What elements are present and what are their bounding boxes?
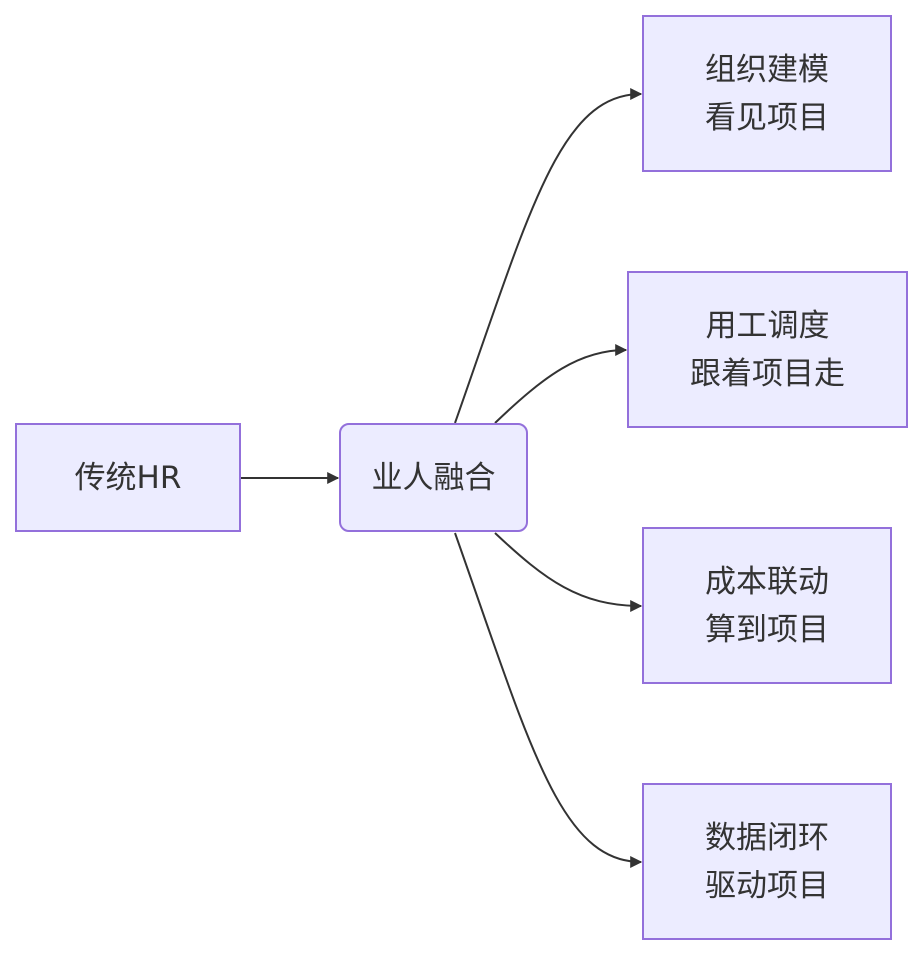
- node-label: 传统HR: [74, 459, 182, 496]
- edge-hub-to-target-2: [494, 344, 628, 424]
- node-label-line1: 数据闭环: [705, 819, 829, 856]
- node-label-line2: 看见项目: [705, 99, 829, 136]
- node-label-line2: 跟着项目走: [690, 355, 845, 392]
- node-business-people-fusion: 业人融合: [339, 423, 528, 532]
- node-label-line1: 用工调度: [705, 307, 830, 344]
- node-label: 业人融合: [371, 459, 496, 496]
- edge-hub-to-target-1: [454, 88, 643, 424]
- node-label-line2: 驱动项目: [705, 867, 829, 904]
- node-data-loop: 数据闭环 驱动项目: [642, 783, 892, 940]
- node-label-line1: 组织建模: [705, 51, 829, 88]
- node-label-line2: 算到项目: [705, 611, 829, 648]
- edge-hub-to-target-3: [494, 532, 643, 612]
- node-workforce-scheduling: 用工调度 跟着项目走: [627, 271, 908, 428]
- node-traditional-hr: 传统HR: [15, 423, 241, 532]
- node-label-line1: 成本联动: [705, 563, 829, 600]
- node-cost-linkage: 成本联动 算到项目: [642, 527, 892, 684]
- node-org-modeling: 组织建模 看见项目: [642, 15, 892, 172]
- edge-hub-to-target-4: [454, 532, 643, 868]
